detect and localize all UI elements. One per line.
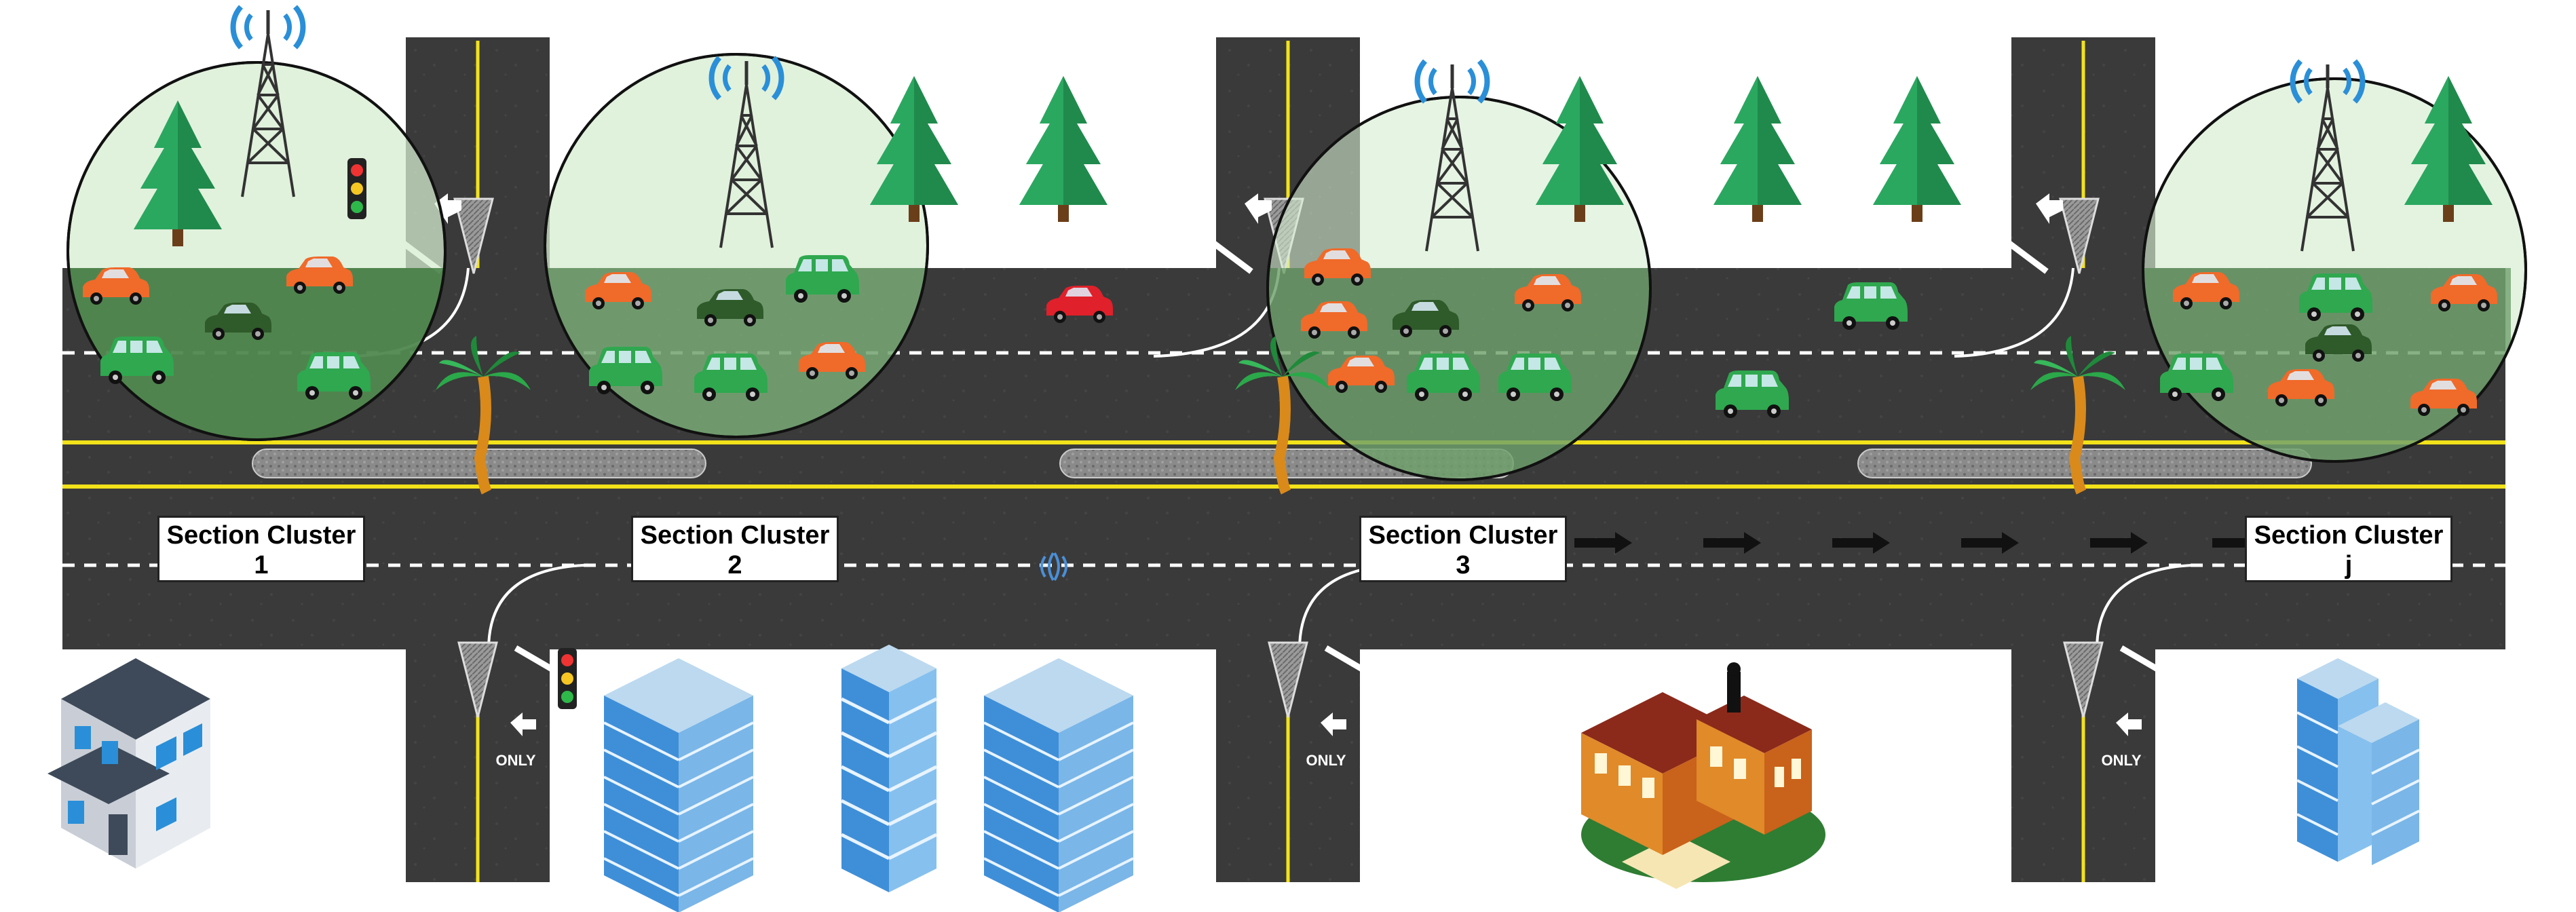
only-sign-2: ONLY <box>1306 712 1346 769</box>
turn-arrow-icon <box>1245 193 1272 224</box>
building-icon <box>603 657 755 912</box>
cluster-title: Section Cluster <box>2254 521 2444 550</box>
section-cluster-label-2: Section Cluster 2 <box>631 516 839 582</box>
traffic-light-icon <box>558 648 577 709</box>
median-3 <box>1857 449 2312 478</box>
turn-arrow-icon <box>434 193 461 224</box>
house-icon <box>48 658 210 869</box>
building-icon <box>841 645 936 892</box>
svg-text:ONLY: ONLY <box>1306 752 1346 769</box>
cluster-title: Section Cluster <box>166 521 356 550</box>
tree-icon <box>1713 76 1802 222</box>
only-sign-3: ONLY <box>2101 712 2142 769</box>
section-cluster-label-1: Section Cluster 1 <box>157 516 365 582</box>
section-cluster-label-j: Section Cluster j <box>2245 516 2452 582</box>
cluster-id: 3 <box>1456 551 1471 580</box>
traffic-light-icon <box>347 158 366 219</box>
section-cluster-label-3: Section Cluster 3 <box>1359 516 1567 582</box>
signal-icon <box>1040 552 1067 582</box>
building-icon <box>2296 658 2420 865</box>
building-icon <box>983 657 1135 912</box>
turn-arrow-icon <box>2036 193 2063 224</box>
cluster-id: j <box>2345 551 2353 580</box>
tree-icon <box>1019 76 1107 222</box>
cluster-title: Section Cluster <box>640 521 830 550</box>
cluster-id: 2 <box>727 551 742 580</box>
svg-text:ONLY: ONLY <box>495 752 535 769</box>
only-sign-1: ONLY <box>495 712 536 769</box>
svg-text:ONLY: ONLY <box>2101 752 2141 769</box>
tree-icon <box>1873 76 1961 222</box>
cluster-id: 1 <box>254 551 269 580</box>
cluster-title: Section Cluster <box>1368 521 1558 550</box>
school-icon <box>1581 657 1825 889</box>
